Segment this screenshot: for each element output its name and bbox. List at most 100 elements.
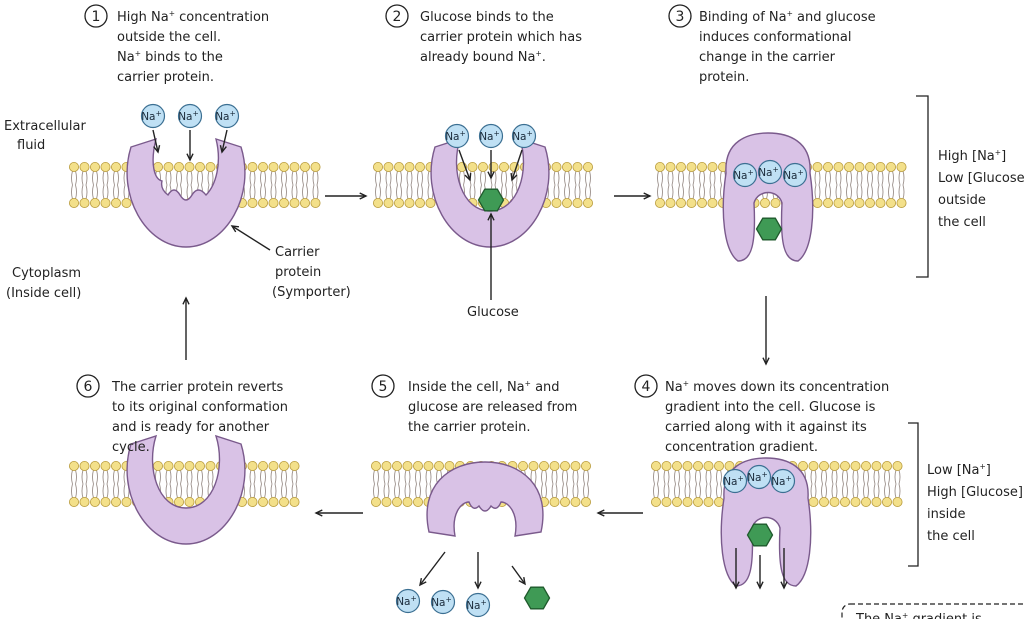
- sodium-ion-charge: +: [193, 109, 199, 118]
- step-text-line-part: induces conformational: [699, 30, 852, 45]
- sodium-ion: Na+: [395, 588, 421, 614]
- lipid-tail: [373, 483, 379, 499]
- step-text-line: carried along with it against its: [665, 420, 867, 435]
- lipid-tail: [415, 483, 421, 499]
- lipid-head: [433, 460, 444, 471]
- sodium-ion-charge: +: [527, 129, 533, 138]
- lipid-tail: [695, 483, 701, 499]
- lipid-head: [850, 496, 861, 507]
- lipid-tail: [709, 170, 716, 186]
- lipid-tail: [207, 170, 214, 186]
- lipid-tail: [281, 170, 287, 186]
- sodium-ion-label: Na+: [733, 168, 754, 182]
- sodium-ion-symbol: Na: [141, 111, 155, 123]
- lipid-head: [268, 197, 279, 208]
- sodium-ion-symbol: Na: [479, 131, 493, 143]
- lipid-head: [655, 197, 666, 208]
- step-number-circle: [84, 4, 108, 28]
- lipid-tail: [480, 170, 486, 186]
- lipid-head: [412, 460, 423, 471]
- lipid-head: [381, 460, 392, 471]
- lipid-tail: [71, 469, 77, 485]
- lipid-tail: [678, 184, 684, 200]
- lipid-head: [391, 460, 402, 471]
- step-text-line-part: Inside the cell, Na: [408, 380, 525, 395]
- lipid-tail: [312, 170, 319, 186]
- inside-note-line: the cell: [927, 529, 975, 544]
- lipid-head: [205, 460, 216, 471]
- arrow: [325, 192, 368, 200]
- lipid-tail: [404, 469, 411, 485]
- lipid-head: [682, 496, 693, 507]
- lipid-head: [79, 496, 90, 507]
- step-text-line: The carrier protein reverts: [111, 380, 284, 395]
- sodium-ion-label: Na+: [466, 598, 487, 612]
- lipid-head: [770, 197, 781, 208]
- lipid-tail: [541, 469, 547, 485]
- lipid-head: [882, 496, 893, 507]
- lipid-tail: [291, 483, 298, 499]
- step-number-circle: [76, 374, 100, 398]
- arrow-head: [756, 581, 764, 590]
- sodium-ion-circle: [478, 123, 504, 149]
- carrier-protein-step-3: [722, 132, 814, 262]
- arrow-head: [596, 509, 605, 517]
- outside-note-line-part: outside: [938, 193, 986, 208]
- arrow-head: [762, 357, 770, 366]
- lipid-tail: [81, 483, 88, 499]
- step-text-line-part: +: [787, 9, 793, 18]
- lipid-head: [278, 197, 289, 208]
- lipid-tail: [705, 483, 712, 499]
- step-text-line: carrier protein which has: [420, 30, 582, 45]
- lipid-head: [714, 460, 725, 471]
- lipid-head: [268, 161, 279, 172]
- inside-note-line: High [Glucose]: [927, 485, 1023, 500]
- sodium-ion-charge: +: [762, 470, 768, 479]
- step-text-line-part: .: [542, 50, 546, 65]
- lipid-head: [665, 197, 676, 208]
- arrow-shaft: [458, 149, 471, 181]
- lipid-tail: [884, 469, 890, 485]
- step-text-line-part: and is ready for another: [112, 420, 270, 435]
- lipid-tail: [71, 184, 77, 200]
- extracellular-label-2-part: fluid: [17, 138, 45, 153]
- arrow-head: [518, 576, 526, 586]
- footer-text-part: +: [902, 611, 908, 619]
- lipid-tail: [888, 184, 894, 200]
- lipid-tail: [302, 170, 308, 186]
- carrier-protein-step-1: [126, 137, 246, 248]
- lipid-tail: [186, 170, 193, 186]
- sodium-ion-circle: [177, 103, 203, 129]
- step-text-line-part: binds to the: [141, 50, 223, 65]
- outside-note-line-part: ]: [1001, 149, 1006, 164]
- lipid-tail: [415, 469, 421, 485]
- sodium-ion-label: Na+: [431, 595, 452, 609]
- lipid-tail: [574, 170, 581, 186]
- lipid-head: [310, 161, 321, 172]
- inside-note-line-part: +: [980, 462, 986, 471]
- lipid-tail: [92, 469, 98, 485]
- lipid-head: [833, 161, 844, 172]
- sodium-ion-charge: +: [230, 109, 236, 118]
- step-text-line-part: protein.: [699, 70, 749, 85]
- lipid-tail: [688, 184, 695, 200]
- outside-note-line: High [Na+]: [938, 148, 1006, 164]
- lipid-head: [498, 161, 509, 172]
- lipid-tail: [260, 469, 266, 485]
- lipid-head: [865, 161, 876, 172]
- lipid-tail: [583, 469, 589, 485]
- footer-text-part: gradient is: [908, 612, 982, 619]
- sodium-ion: Na+: [511, 123, 537, 149]
- lipid-head: [539, 460, 550, 471]
- lipid-head: [69, 496, 80, 507]
- lipid-tail: [814, 184, 821, 200]
- lipid-tail: [688, 170, 695, 186]
- sodium-ion-label: Na+: [141, 109, 162, 123]
- step-text-line-part: Na: [117, 50, 135, 65]
- lipid-head: [703, 460, 714, 471]
- lipid-head: [665, 161, 676, 172]
- lipid-tail: [553, 184, 560, 200]
- sodium-ion-circle: [214, 103, 240, 129]
- extracellular-label-part: Extracellular: [4, 119, 87, 134]
